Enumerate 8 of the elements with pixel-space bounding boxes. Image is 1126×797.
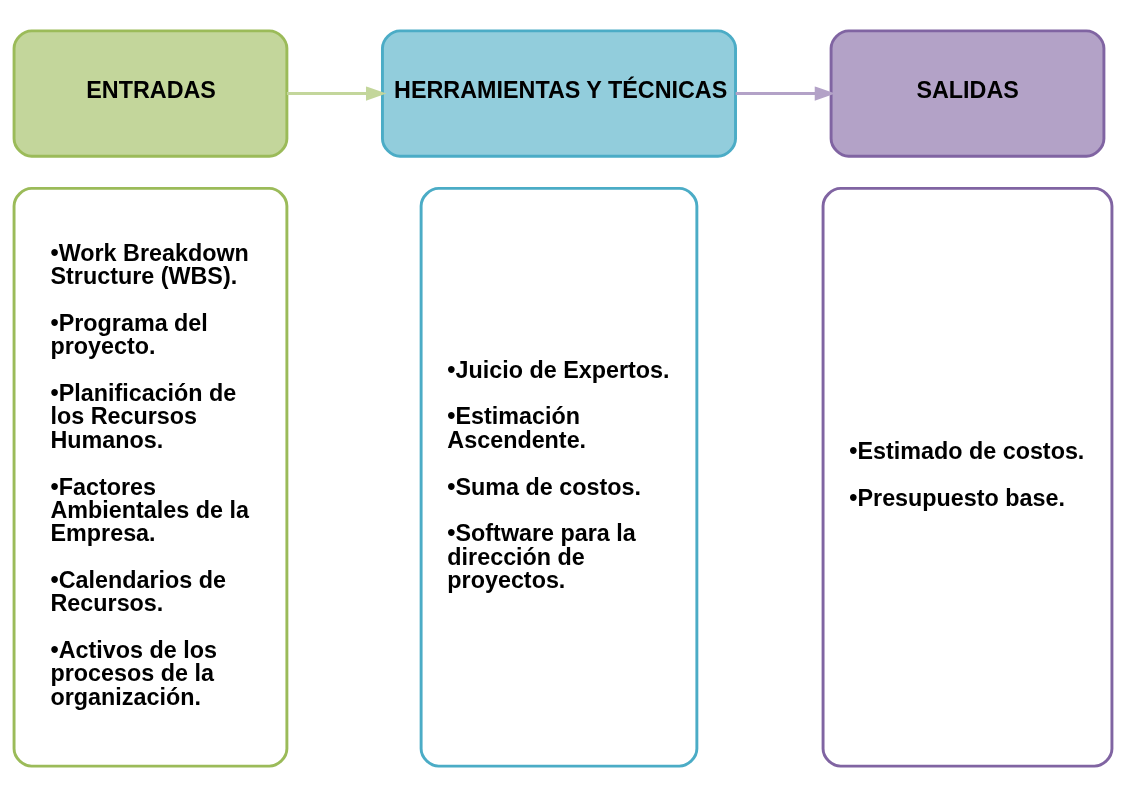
arrow [735,86,836,101]
node-box: •Work Breakdown Structure (WBS). •Programa del proyecto. •Planificación de los Recursos Humanos. •Factores Ambientales de la Empresa. •Calendarios de Recursos. •Activos de los procesos de la organización. [12,186,289,768]
node-box: ENTRADAS [12,29,289,158]
node-box: HERRAMIENTAS Y TÉCNICAS [381,29,737,158]
node-box: •Juicio de Expertos. •Estimación Ascendente. •Suma de costos. •Software para la dirección de proyectos. [419,186,699,768]
node-box: SALIDAS [829,29,1106,158]
arrow [286,86,387,101]
node-box: •Estimado de costos. •Presupuesto base. [821,186,1114,768]
